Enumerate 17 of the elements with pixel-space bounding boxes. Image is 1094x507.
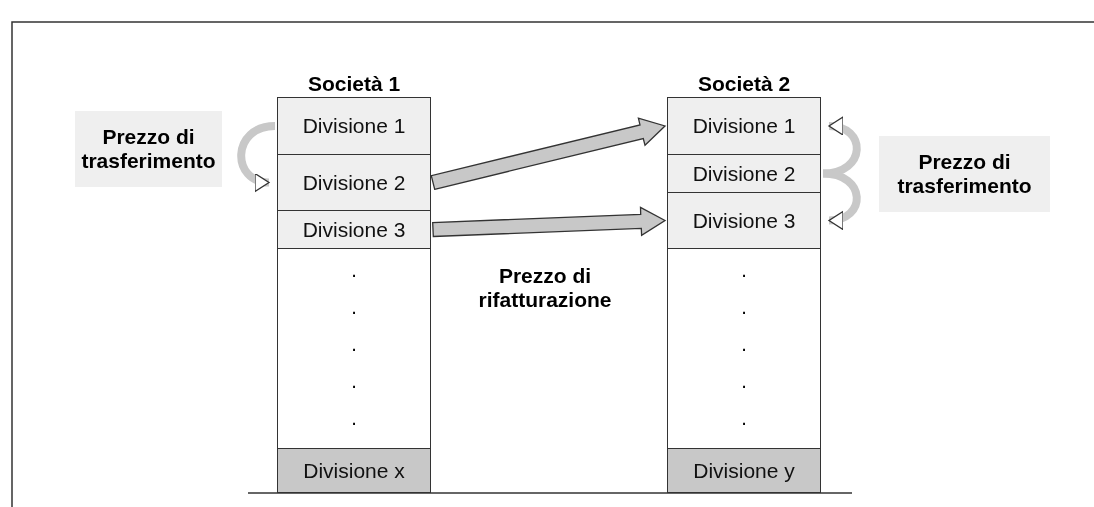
division-box: Divisione 2 — [277, 154, 431, 211]
arrow — [430, 117, 667, 191]
column-heading: Società 1 — [306, 72, 402, 96]
division-box: Divisione x — [277, 448, 431, 493]
ellipsis-dots: . . . . . — [740, 258, 748, 431]
division-box: Divisione y — [667, 448, 821, 493]
division-box: Divisione 1 — [667, 97, 821, 155]
price-box: Prezzo di trasferimento — [75, 111, 222, 187]
price-box: Prezzo di trasferimento — [879, 136, 1050, 212]
division-box: Divisione 2 — [667, 154, 821, 193]
ellipsis-dots: . . . . . — [350, 258, 358, 431]
division-box: Divisione 3 — [667, 192, 821, 249]
arrow — [432, 206, 667, 238]
column-heading: Società 2 — [696, 72, 792, 96]
division-box: Divisione 1 — [277, 97, 431, 155]
arrow — [822, 169, 861, 229]
division-box: Divisione 3 — [277, 210, 431, 249]
